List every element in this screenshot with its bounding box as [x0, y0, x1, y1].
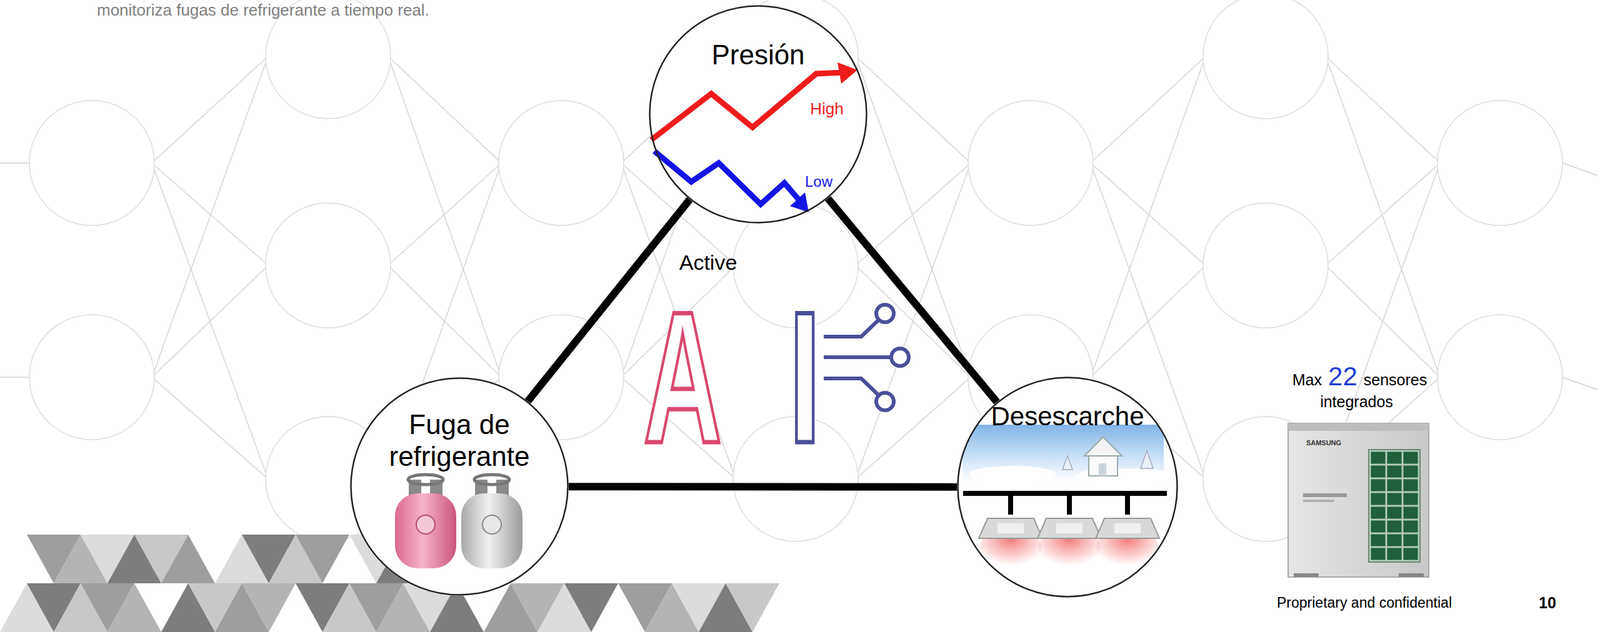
- network-link: [855, 377, 971, 480]
- circle-fills: [350, 5, 1179, 599]
- circle-border: [650, 6, 867, 224]
- network-neuron: [968, 100, 1094, 226]
- network-link: [388, 56, 502, 164]
- network-link: [1090, 265, 1206, 378]
- network-neuron: [1437, 315, 1563, 440]
- network-link: [151, 377, 269, 480]
- refrigerant-cylinders: [395, 475, 523, 569]
- footer-note: Proprietary and confidential: [1276, 595, 1452, 612]
- network-link: [1325, 163, 1440, 266]
- network-link: [388, 56, 502, 378]
- network-link: [855, 56, 971, 164]
- network-link: [151, 163, 269, 266]
- pressure-graph: [651, 62, 858, 213]
- ai-logo-letter: I: [788, 283, 822, 472]
- network-link: [1325, 56, 1440, 378]
- sensor-text: Max: [1292, 371, 1322, 389]
- network-link: [151, 56, 269, 164]
- network-neuron: [498, 100, 624, 226]
- network-link: [1090, 163, 1206, 266]
- node-title: Presión: [711, 39, 805, 72]
- network-link: [151, 265, 269, 378]
- node-title: Fuga de refrigerante: [365, 409, 554, 473]
- network-link: [855, 56, 971, 378]
- network-output: [1562, 163, 1598, 176]
- network-link: [151, 56, 269, 378]
- network-neuron: [29, 100, 155, 226]
- mosaic-triangle: [725, 583, 780, 632]
- ai-logo-letter: A: [643, 283, 722, 472]
- network-link: [1090, 56, 1206, 164]
- defrost-scene: [962, 425, 1175, 570]
- network-link: [151, 163, 269, 480]
- header-note: monitoriza fugas de refrigerante a tiemp…: [96, 1, 430, 20]
- outdoor-unit: [1288, 423, 1429, 578]
- node-title: Desescarche: [990, 401, 1144, 432]
- network-link: [1325, 56, 1440, 164]
- mosaic-triangle: [564, 583, 619, 632]
- triangle-connector: [828, 198, 997, 403]
- network-neuron: [265, 203, 391, 329]
- brand-label: SAMSUNG: [1306, 439, 1342, 448]
- circle-node: PresiónHighLow: [648, 5, 868, 224]
- triangle-connector: [568, 483, 957, 492]
- mosaic-triangle: [107, 583, 162, 632]
- mosaic-triangle: [161, 535, 215, 584]
- network-link: [855, 163, 971, 480]
- pressure-label: High: [810, 100, 844, 119]
- network-output: [1562, 377, 1598, 390]
- mosaic-triangle: [241, 583, 296, 632]
- ai-circuit: [823, 305, 909, 411]
- network-neuron: [1437, 100, 1563, 226]
- active-label: Active: [679, 250, 738, 275]
- pressure-label: Low: [805, 173, 833, 191]
- circle-border: [351, 378, 569, 596]
- network-neuron: [29, 315, 155, 440]
- network-neuron: [1203, 203, 1329, 329]
- page-number: 10: [1538, 594, 1557, 613]
- network-input: [0, 162, 30, 164]
- sensor-callout: Max22sensores integrados: [1280, 361, 1437, 412]
- network-input: [0, 376, 30, 379]
- network-link: [1090, 56, 1206, 378]
- circle-node: Desescarche: [956, 376, 1179, 599]
- network-link: [388, 163, 502, 266]
- sensor-count: 22: [1328, 361, 1358, 392]
- circle-border: [958, 378, 1178, 598]
- circle-node: Fuga de refrigerante: [350, 377, 569, 597]
- mosaic-triangle: [295, 535, 350, 584]
- network-neuron: [1203, 0, 1329, 119]
